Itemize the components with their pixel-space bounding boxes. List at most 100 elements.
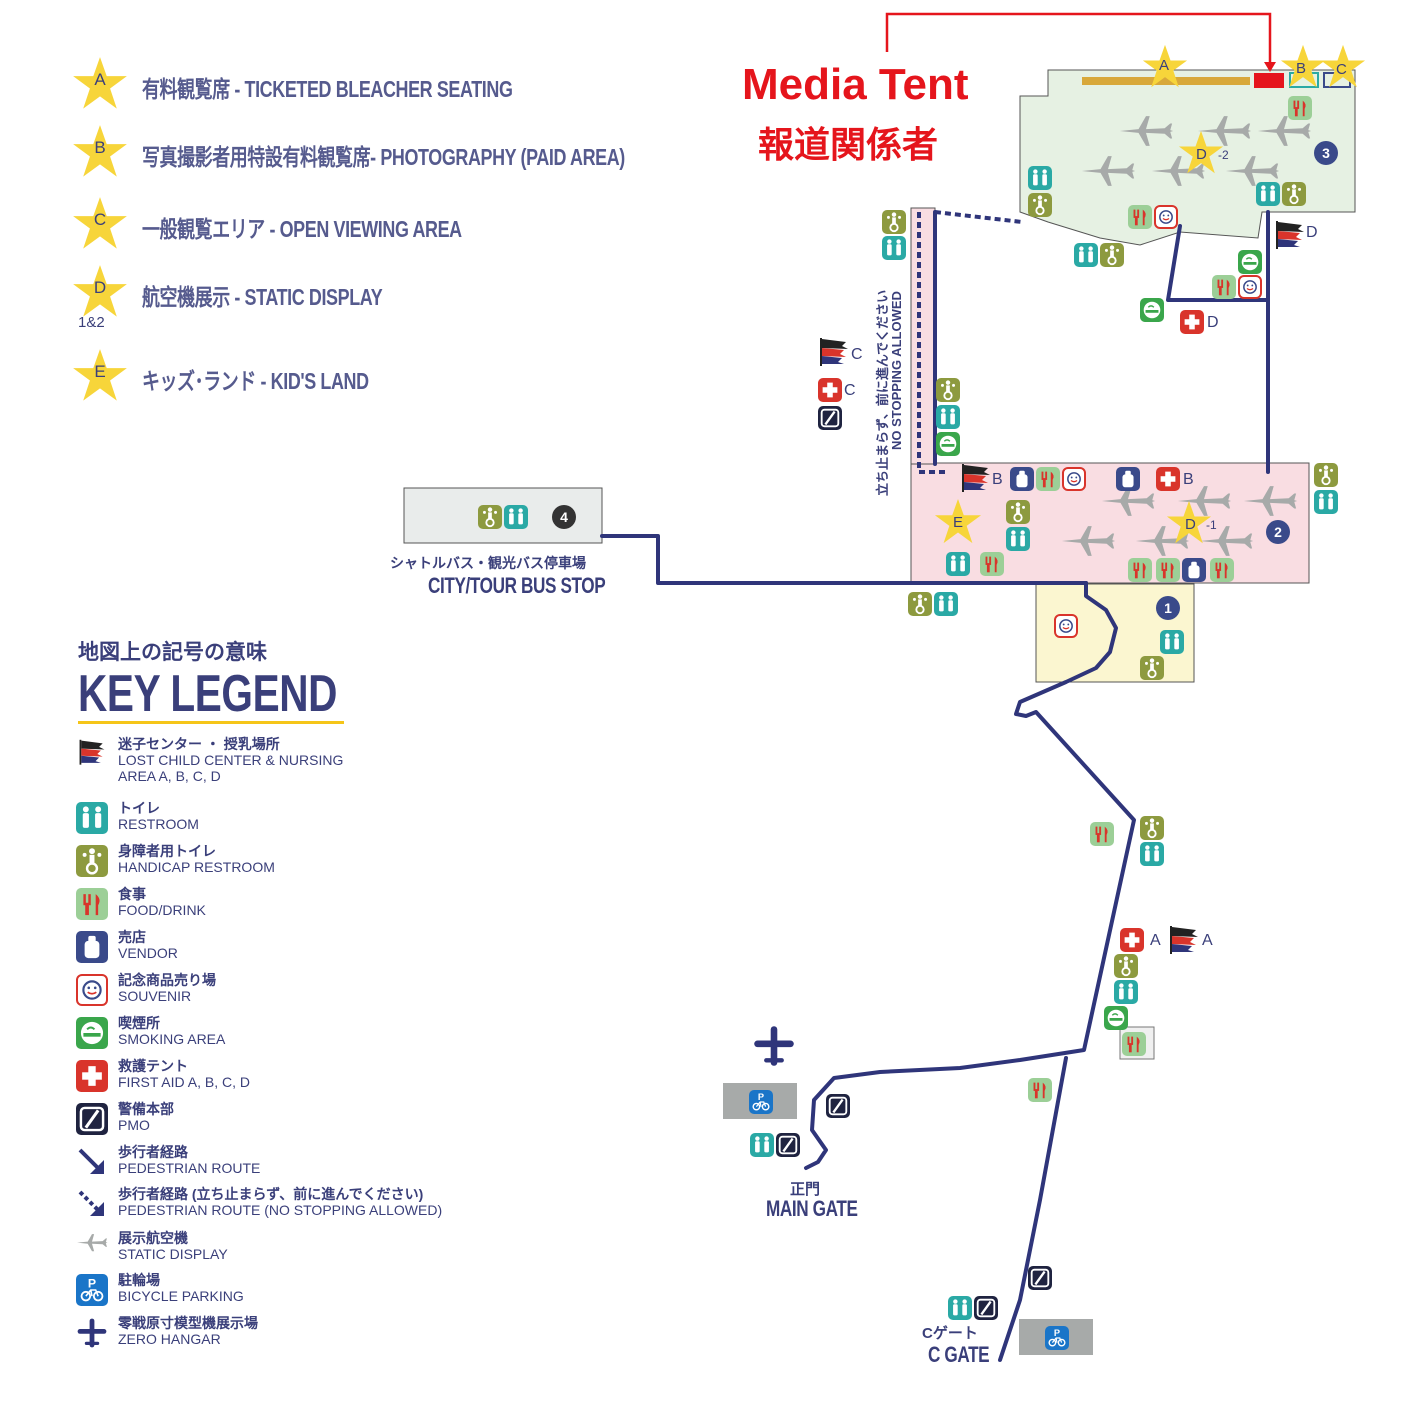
restroom-icon	[1160, 630, 1184, 654]
map-star-c-label: C	[1336, 61, 1347, 78]
pmo-icon	[826, 1094, 850, 1118]
key-legend-label-jp: 身障者用トイレ	[118, 843, 216, 859]
key-legend-text: 歩行者経路 (立ち止まらず、前に進んでください)PEDESTRIAN ROUTE…	[118, 1186, 442, 1218]
vendor-icon	[1182, 558, 1206, 582]
food-drink-icon	[1156, 558, 1180, 582]
key-legend-label-jp: 喫煙所	[118, 1015, 160, 1031]
pmo-icon	[818, 406, 842, 430]
key-legend-label-en: PEDESTRIAN ROUTE (NO STOPPING ALLOWED)	[118, 1202, 443, 1218]
restroom-icon	[1006, 527, 1030, 551]
food-drink-icon	[76, 888, 108, 920]
zone-label: 航空機展示 - STATIC DISPLAY	[142, 284, 383, 310]
smoking-area-icon	[76, 1017, 108, 1049]
marker-b-flag: B	[992, 471, 1003, 488]
handicap-restroom-icon	[1140, 656, 1164, 680]
smoking-area-icon	[1104, 1006, 1128, 1030]
souvenir-icon	[1154, 205, 1178, 229]
zone-label: キッズ･ランド - KID'S LAND	[142, 368, 369, 394]
food-drink-icon	[1210, 558, 1234, 582]
vendor-icon	[1010, 467, 1034, 491]
key-legend-title-jp: 地図上の記号の意味	[78, 641, 267, 664]
restroom-icon	[936, 405, 960, 429]
smoking-area-icon	[1140, 298, 1164, 322]
pmo-icon	[974, 1296, 998, 1320]
restroom-icon	[1114, 980, 1138, 1004]
key-legend-label-jp: 救護テント	[118, 1058, 188, 1074]
key-legend-label-en: ZERO HANGAR	[118, 1331, 221, 1347]
key-legend-rule	[78, 721, 344, 724]
handicap-restroom-icon	[1028, 193, 1052, 217]
handicap-restroom-icon	[1114, 954, 1138, 978]
main-gate-label-jp: 正門	[790, 1181, 821, 1198]
zone-letter: C	[93, 210, 107, 229]
star-icon	[72, 196, 128, 252]
media-tent-subtitle: 報道関係者	[758, 124, 939, 165]
key-legend-label-en: FIRST AID A, B, C, D	[118, 1074, 250, 1090]
map-star-a-label: A	[1159, 57, 1170, 74]
souvenir-icon	[1062, 467, 1086, 491]
key-legend-label-en: PMO	[118, 1117, 150, 1133]
restroom-icon	[1314, 490, 1338, 514]
zone-letter: E	[94, 362, 106, 381]
handicap-restroom-icon	[1100, 243, 1124, 267]
marker-c-aid: C	[844, 382, 856, 399]
zone-sub-label: 1&2	[78, 314, 105, 331]
area-2	[910, 462, 1310, 584]
bus-stop-label-jp: シャトルバス・観光バス停車場	[390, 555, 586, 571]
key-legend-label-en: BICYCLE PARKING	[118, 1288, 244, 1304]
key-legend-label-en: STATIC DISPLAY	[118, 1246, 228, 1262]
zone-legend-item: E キッズ･ランド - KID'S LAND	[72, 348, 692, 408]
key-legend-label-en: RESTROOM	[118, 816, 199, 832]
zone-label: 一般観覧エリア - OPEN VIEWING AREA	[142, 216, 462, 242]
key-legend-label-jp: 歩行者経路 (立ち止まらず、前に進んでください)	[118, 1186, 424, 1202]
static-display-icon	[76, 1232, 108, 1264]
lost-child-flag-icon	[816, 336, 852, 368]
c-gate-label-en: C GATE	[928, 1342, 990, 1367]
restroom-icon	[750, 1133, 774, 1157]
handicap-restroom-icon	[1314, 463, 1338, 487]
area-number-3: 3	[1314, 141, 1338, 165]
main-gate-label-en: MAIN GATE	[766, 1196, 858, 1221]
bus-stop-label-en: CITY/TOUR BUS STOP	[428, 573, 606, 598]
food-drink-icon	[1090, 822, 1114, 846]
no-stopping-label-en: NO STOPPING ALLOWED	[889, 291, 904, 450]
handicap-restroom-icon	[882, 210, 906, 234]
svg-text:P: P	[88, 1277, 96, 1291]
key-legend-label-en: SMOKING AREA	[118, 1031, 226, 1047]
restroom-icon	[504, 505, 528, 529]
key-legend-label-en: PEDESTRIAN ROUTE	[118, 1160, 261, 1176]
bicycle-parking-icon: P	[1045, 1326, 1069, 1350]
key-legend-label-jp: 売店	[118, 929, 146, 945]
lost-child-flag-icon	[1272, 219, 1308, 251]
lost-child-flag-icon	[76, 738, 108, 767]
key-legend-title-en: KEY LEGEND	[78, 665, 338, 723]
handicap-restroom-icon	[76, 845, 108, 877]
food-drink-icon	[1288, 96, 1312, 120]
first-aid-icon	[818, 378, 842, 402]
restroom-icon	[948, 1296, 972, 1320]
key-legend-label-jp: トイレ	[118, 800, 160, 816]
marker-b-aid: B	[1183, 471, 1194, 488]
key-legend-label-en: VENDOR	[118, 945, 178, 961]
food-drink-icon	[980, 552, 1004, 576]
bleacher-bar	[1082, 77, 1250, 85]
bicycle-parking-icon: P	[76, 1274, 108, 1306]
first-aid-icon	[1120, 928, 1144, 952]
media-tent-title: Media Tent	[742, 60, 969, 109]
no-stopping-route	[917, 210, 1023, 474]
marker-c-flag: C	[851, 346, 863, 363]
zone-letter: D	[93, 278, 107, 297]
key-legend-label-jp: 歩行者経路	[118, 1144, 188, 1160]
first-aid-icon	[76, 1060, 108, 1092]
